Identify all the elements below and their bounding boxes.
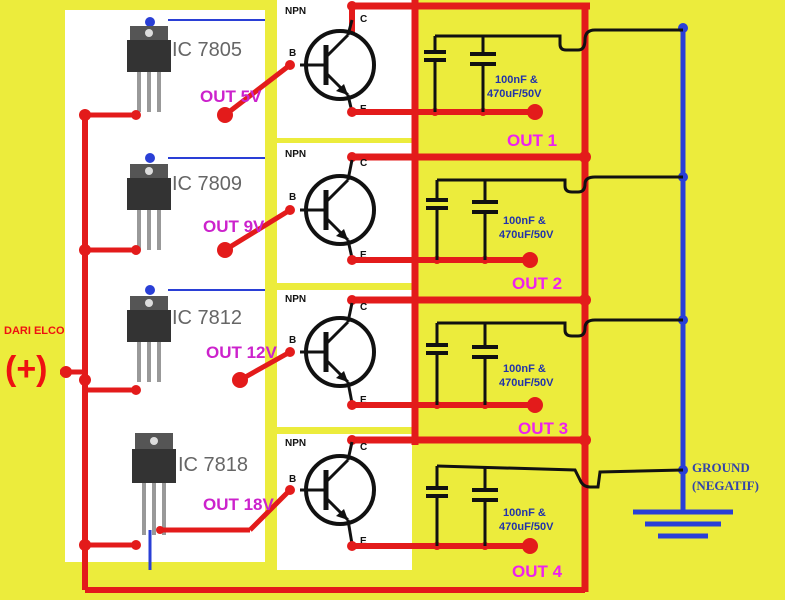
- regulator-ic-4: IC 7818: [132, 433, 248, 570]
- cap-label-1b: 470uF/50V: [487, 88, 542, 100]
- vout-label-3: OUT 12V: [206, 343, 278, 362]
- pin-e-4: E: [360, 536, 367, 547]
- ground-label-line1: GROUND: [692, 460, 750, 475]
- pin-b-1: B: [289, 48, 296, 59]
- pin-e-2: E: [360, 250, 367, 261]
- ground-label-line2: (NEGATIF): [692, 478, 759, 493]
- stage-2: IC 7809 OUT 9V NPN C B E: [127, 149, 683, 293]
- cap-label-3a: 100nF &: [503, 363, 546, 375]
- cap-label-1a: 100nF &: [495, 74, 538, 86]
- ic-label-1: IC 7805: [172, 39, 242, 61]
- pin-b-3: B: [289, 335, 296, 346]
- cap-label-3b: 470uF/50V: [499, 377, 554, 389]
- pin-e-3: E: [360, 395, 367, 406]
- regulator-ic-1: IC 7805: [127, 17, 265, 112]
- ic-label-2: IC 7809: [172, 173, 242, 195]
- out-label-4: OUT 4: [512, 562, 563, 581]
- capacitors-2: 100nF & 470uF/50V: [426, 175, 683, 260]
- pin-c-4: C: [360, 442, 367, 453]
- transistor-3: NPN C B E: [285, 294, 374, 406]
- cap-label-4a: 100nF &: [503, 507, 546, 519]
- ic-label-3: IC 7812: [172, 307, 242, 329]
- vout-label-4: OUT 18V: [203, 495, 275, 514]
- pin-c-1: C: [360, 14, 367, 25]
- ground-label: GROUND (NEGATIF): [692, 460, 759, 493]
- positive-symbol: (+): [5, 350, 48, 388]
- pin-c-3: C: [360, 302, 367, 313]
- stage-3: IC 7812 OUT 12V NPN C B E: [127, 285, 683, 438]
- cap-label-4b: 470uF/50V: [499, 521, 554, 533]
- pin-b-2: B: [289, 192, 296, 203]
- cap-label-2b: 470uF/50V: [499, 229, 554, 241]
- ground-rail: [633, 23, 733, 539]
- capacitors-4: 100nF & 470uF/50V: [426, 464, 684, 546]
- vout-label-1: OUT 5V: [200, 87, 262, 106]
- stage-1: IC 7805 OUT 5V NPN C B E: [127, 6, 683, 150]
- transistor-4: NPN C B E: [285, 438, 374, 547]
- npn-label-3: NPN: [285, 294, 306, 305]
- input-label-text: DARI ELCO: [4, 325, 65, 337]
- regulator-ic-3: IC 7812: [127, 285, 265, 382]
- ic-label-4: IC 7818: [178, 454, 248, 476]
- npn-label-1: NPN: [285, 6, 306, 17]
- stage-4: IC 7818 OUT 18V NPN C B E: [131, 433, 684, 581]
- pin-c-2: C: [360, 158, 367, 169]
- input-label: DARI ELCO (+): [4, 325, 65, 388]
- out-label-1: OUT 1: [507, 131, 557, 150]
- vout-label-2: OUT 9V: [203, 217, 265, 236]
- transistor-2: NPN C B E: [285, 149, 374, 261]
- out-label-3: OUT 3: [518, 419, 568, 438]
- npn-label-4: NPN: [285, 438, 306, 449]
- npn-label-2: NPN: [285, 149, 306, 160]
- capacitors-3: 100nF & 470uF/50V: [426, 318, 683, 405]
- pin-b-4: B: [289, 474, 296, 485]
- capacitors-1: 100nF & 470uF/50V: [424, 28, 683, 112]
- out-label-2: OUT 2: [512, 274, 562, 293]
- regulator-ic-2: IC 7809: [127, 153, 265, 250]
- cap-label-2a: 100nF &: [503, 215, 546, 227]
